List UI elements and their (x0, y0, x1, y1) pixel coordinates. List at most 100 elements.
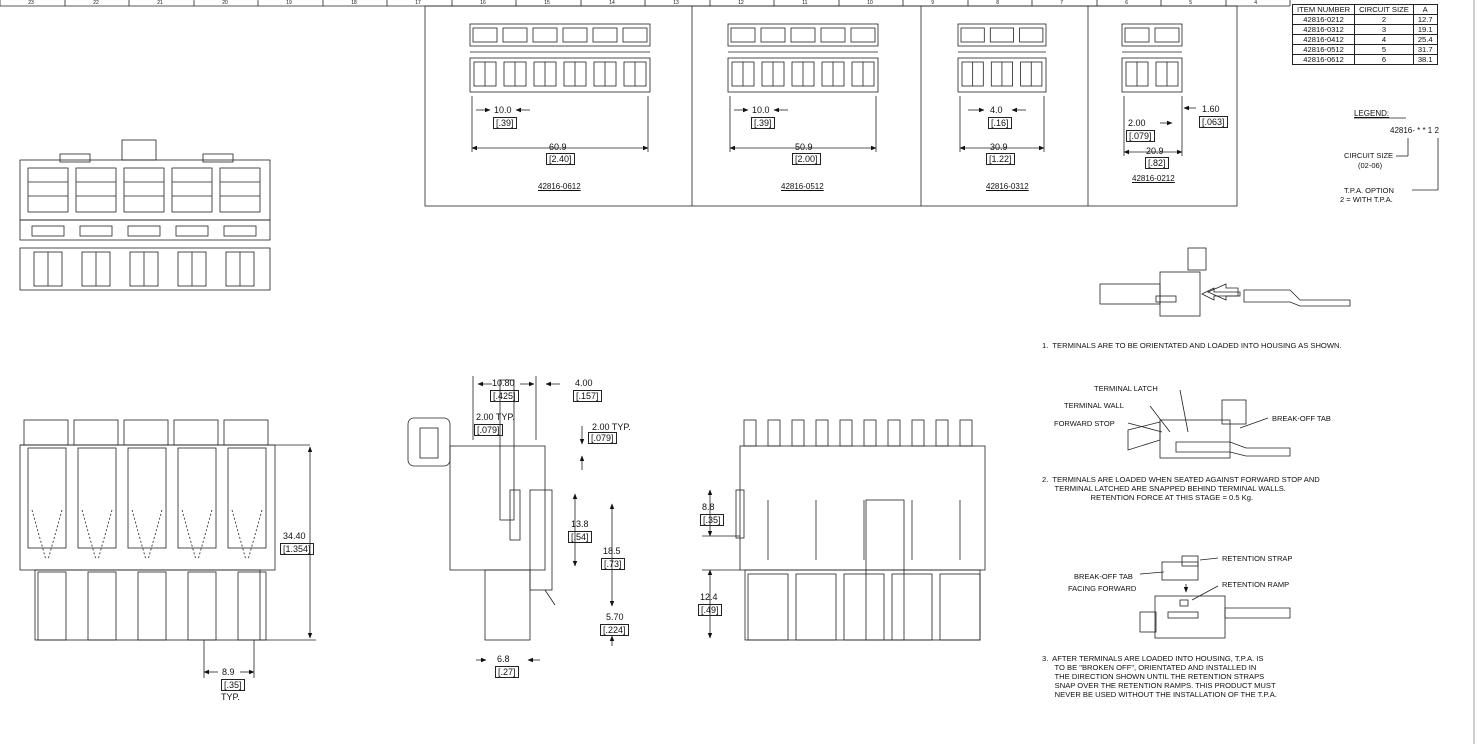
table-cell: 42816-0612 (1291, 54, 1356, 65)
dim-width-0212: 20.9 (1146, 146, 1164, 156)
ruler-number: 21 (157, 0, 163, 6)
dim-pitch-0212: 2.00 (1128, 118, 1146, 128)
table-header-row: ITEM NUMBER CIRCUIT SIZE A (1291, 4, 1438, 15)
dim-width-0612: 60.9 (549, 142, 567, 152)
table-cell: 42816-0212 (1291, 14, 1356, 25)
table-cell: 25.4 (1412, 34, 1438, 45)
note-1: 1. TERMINALS ARE TO BE ORIENTATED AND LO… (1042, 341, 1342, 350)
callout-retention-strap: RETENTION STRAP (1222, 554, 1293, 563)
dim-rear-d1-in: [.35] (700, 514, 724, 526)
callout-retention-ramp: RETENTION RAMP (1222, 580, 1290, 589)
dim-width-0512: 50.9 (795, 142, 813, 152)
dim-side-d4-in: [.079] (588, 432, 617, 444)
variant-frames (424, 5, 1238, 207)
table-cell: 2 (1354, 14, 1414, 25)
variant-connector-0312 (957, 23, 1047, 93)
dim-tab-in-0212: [.063] (1199, 116, 1228, 128)
note-2: 2. TERMINALS ARE LOADED WHEN SEATED AGAI… (1042, 475, 1320, 502)
table-cell: 3 (1354, 24, 1414, 35)
ruler-number: 4 (1254, 0, 1258, 6)
dim-height-in: [1.354] (280, 543, 314, 555)
sketch-terminal-orientation (1099, 247, 1351, 317)
part-label-0612: 42816-0612 (538, 182, 581, 191)
ruler-number: 9 (931, 0, 935, 6)
dim-width-in-0312: [1.22] (986, 153, 1015, 165)
dim-width-in-0612: [2.40] (546, 153, 575, 165)
legend-tpa-option: T.P.A. OPTION (1344, 186, 1394, 195)
top-view-connector (19, 139, 271, 291)
dim-side-d3: 2.00 TYP. (476, 412, 515, 422)
dim-width-in-0212: [.82] (1145, 157, 1169, 169)
table-cell: 6 (1354, 54, 1414, 65)
callout-terminal-wall: TERMINAL WALL (1064, 401, 1124, 410)
table-cell: 5 (1354, 44, 1414, 55)
legend-title: LEGEND: (1354, 109, 1390, 118)
ruler-number: 11 (802, 0, 808, 6)
ruler-number: 23 (28, 0, 34, 6)
dim-side-d3-in: [.079] (474, 424, 503, 436)
table-cell: 42816-0312 (1291, 24, 1356, 35)
table-cell: 42816-0512 (1291, 44, 1356, 55)
ruler-number: 7 (1060, 0, 1064, 6)
dim-front-pitch-note: TYP. (221, 692, 240, 702)
note-3: 3. AFTER TERMINALS ARE LOADED INTO HOUSI… (1042, 654, 1277, 699)
dim-pitch-in-0312: [.16] (988, 117, 1012, 129)
callout-facing-forward: FACING FORWARD (1068, 584, 1137, 593)
dim-side-d2: 4.00 (575, 378, 593, 388)
dim-side-d6-in: [.73] (601, 558, 625, 570)
ruler-number: 17 (415, 0, 421, 6)
dim-height: 34.40 (283, 531, 306, 541)
table-cell: 31.7 (1412, 44, 1438, 55)
callout-forward-stop: FORWARD STOP (1054, 419, 1115, 428)
variant-connector-0612 (469, 23, 651, 93)
ruler-number: 16 (480, 0, 486, 6)
dim-side-d6: 18.5 (603, 546, 621, 556)
ruler-number: 6 (1125, 0, 1129, 6)
legend-tpa-with: 2 = WITH T.P.A. (1340, 195, 1393, 204)
table-cell: 4 (1354, 34, 1414, 45)
dim-pitch-0512: 10.0 (752, 105, 770, 115)
part-label-0212: 42816-0212 (1132, 174, 1175, 183)
dim-rear-d2: 12.4 (700, 592, 718, 602)
ruler-number: 20 (222, 0, 228, 6)
dim-side-d5: 13.8 (571, 519, 589, 529)
dim-side-d8-in: [.27] (495, 666, 519, 678)
dim-pitch-in-0512: [.39] (751, 117, 775, 129)
legend-circuit-range: (02-06) (1358, 161, 1383, 170)
dim-width-in-0512: [2.00] (792, 153, 821, 165)
ruler-number: 19 (286, 0, 292, 6)
dim-side-d4: 2.00 TYP. (592, 422, 631, 432)
dim-front-pitch-in: [.35] (221, 679, 245, 691)
table-cell: 19.1 (1412, 24, 1438, 35)
table-header: A (1412, 4, 1438, 15)
legend-leaders (1354, 117, 1439, 191)
dim-width-0312: 30.9 (990, 142, 1008, 152)
dim-side-d8: 6.8 (497, 654, 510, 664)
variant-connector-0512 (727, 23, 879, 93)
table-cell: 42816-0412 (1291, 34, 1356, 45)
dim-pitch-0312: 4.0 (990, 105, 1003, 115)
ruler-number: 10 (867, 0, 873, 6)
front-view-connector (19, 419, 316, 678)
ruler-number: 14 (609, 0, 615, 6)
dim-side-d5-in: [.54] (568, 531, 592, 543)
callout-break-off-tab-2: BREAK-OFF TAB (1074, 572, 1133, 581)
side-view-connector (407, 376, 615, 663)
ruler-number: 15 (544, 0, 550, 6)
dim-side-d1: 10.80 (492, 378, 515, 388)
dim-pitch-in-0212: [.079] (1126, 130, 1155, 142)
callout-terminal-latch: TERMINAL LATCH (1094, 384, 1158, 393)
sketch-tpa-install (1139, 555, 1291, 639)
ruler-number: 13 (673, 0, 679, 6)
ruler-number: 12 (738, 0, 744, 6)
legend-code: 42816- * * 1 2 (1390, 126, 1439, 135)
variant-connector-0212 (1121, 23, 1183, 93)
dim-rear-d1: 8.8 (702, 502, 715, 512)
